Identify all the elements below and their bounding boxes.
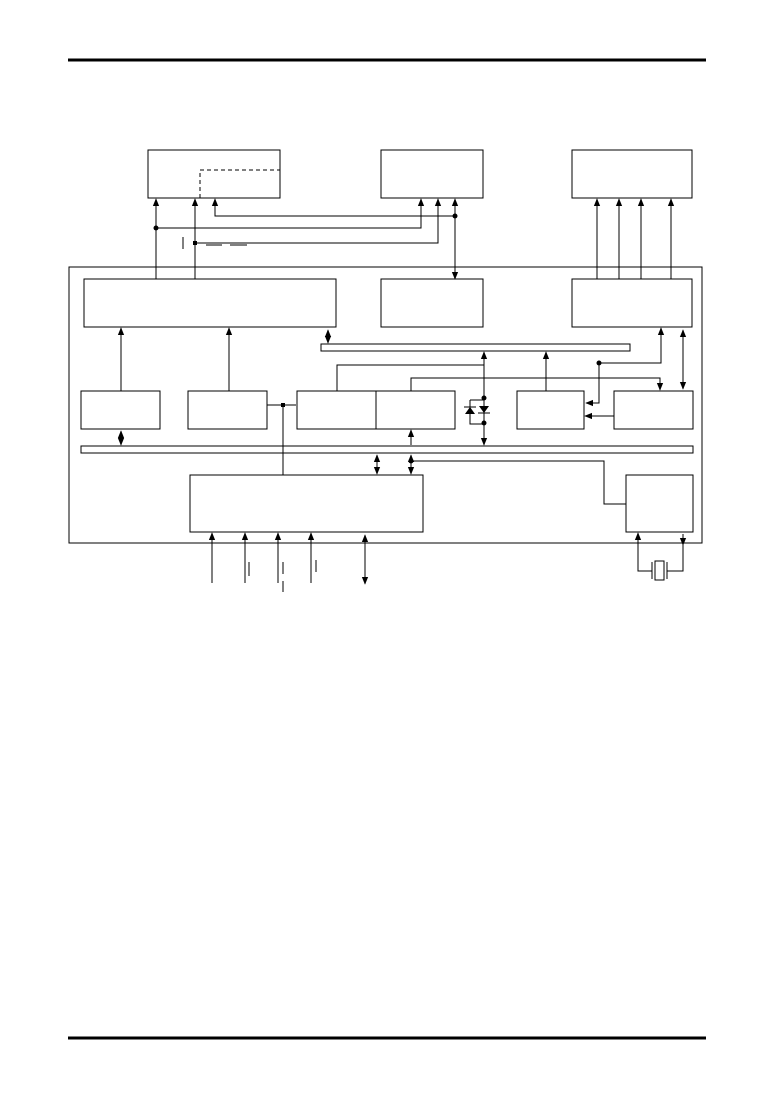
right-block-1 — [516, 390, 585, 430]
external-block-2 — [380, 149, 484, 199]
arrow-ext1-to-ext2-b — [195, 198, 442, 244]
junction-dot — [153, 225, 159, 231]
core-block — [189, 474, 424, 533]
mid-block-a — [296, 390, 377, 430]
wire-core-to-oscillator — [411, 460, 626, 505]
arrow-ext1-to-ext2-a — [156, 198, 425, 229]
central-block — [380, 278, 484, 328]
arrow-to-output-block — [599, 327, 665, 364]
junction-dot — [481, 395, 487, 401]
output-block — [571, 278, 693, 328]
diode-down-icon — [479, 406, 489, 413]
crystal-wire-left — [634, 532, 652, 572]
right-block-2 — [613, 390, 694, 430]
interface-block — [83, 278, 337, 328]
crystal-icon — [654, 560, 665, 581]
junction-dot — [481, 420, 487, 426]
junction-dot — [193, 241, 197, 245]
internal-bus-upper — [320, 343, 631, 352]
junction-dot — [452, 213, 458, 219]
external-block-1-dashed-partition — [199, 169, 280, 198]
chip-boundary — [68, 266, 703, 544]
junction-dot — [596, 360, 602, 366]
wire-mid-a-to-upper-bus — [336, 364, 484, 391]
crystal-wire-right — [667, 534, 684, 572]
arrow-to-right1-upper — [585, 363, 600, 407]
arrow-ext2-to-ext1 — [211, 198, 455, 217]
arrow-mid-b-to-right2 — [410, 377, 664, 391]
diode-up-icon — [465, 407, 475, 414]
left-block-2 — [187, 390, 268, 430]
internal-bus-lower — [80, 445, 694, 454]
external-block-1 — [147, 149, 281, 199]
left-block-1 — [80, 390, 161, 430]
oscillator-block — [625, 474, 694, 533]
mid-block-b — [375, 390, 456, 430]
external-block-3 — [571, 149, 693, 199]
